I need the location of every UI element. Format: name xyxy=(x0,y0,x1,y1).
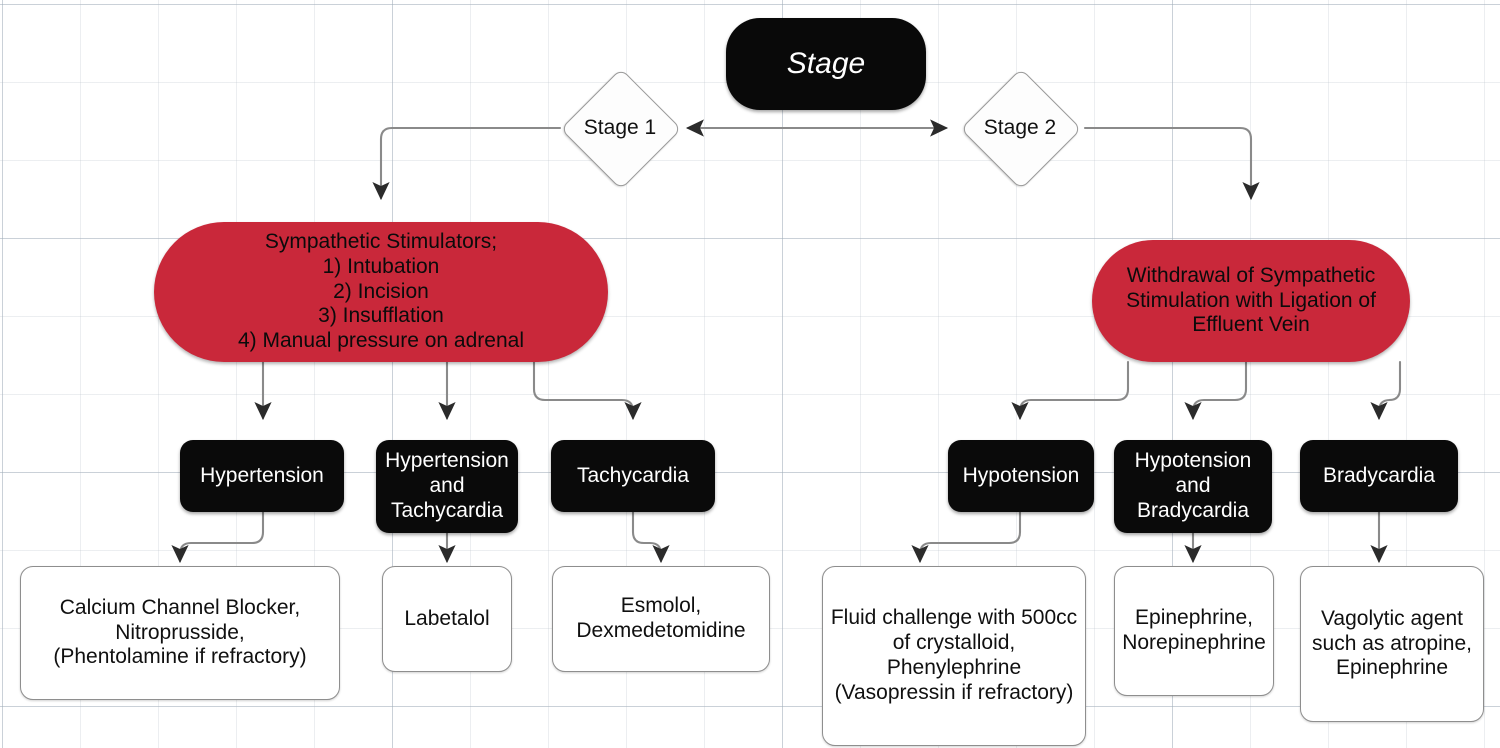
edge-process2-to-hypotension xyxy=(1011,360,1130,421)
node-treatment-labetalol[interactable]: Labetalol xyxy=(382,566,512,672)
node-treatment-hypertension-label: Calcium Channel Blocker, Nitroprusside, … xyxy=(53,595,307,669)
node-bradycardia[interactable]: Bradycardia xyxy=(1300,440,1458,512)
node-stage-2-label: Stage 2 xyxy=(983,115,1057,139)
node-hypotension[interactable]: Hypotension xyxy=(948,440,1094,512)
node-treatment-hypotension-bradycardia[interactable]: Epinephrine, Norepinephrine xyxy=(1114,566,1274,696)
node-treatment-hypotension-bradycardia-label: Epinephrine, Norepinephrine xyxy=(1122,606,1266,654)
node-treatment-labetalol-label: Labetalol xyxy=(404,606,490,630)
edge-stage2-to-process xyxy=(1083,126,1260,201)
node-treatment-bradycardia[interactable]: Vagolytic agent such as atropine, Epinep… xyxy=(1300,566,1484,722)
node-stage-root-label: Stage xyxy=(786,47,866,81)
node-withdrawal-sympathetic-stimulation[interactable]: Withdrawal of Sympathetic Stimulation wi… xyxy=(1092,240,1410,362)
node-treatment-tachycardia-label: Esmolol, Dexmedetomidine xyxy=(576,594,746,642)
node-stage-1-label: Stage 1 xyxy=(583,115,657,139)
node-bradycardia-label: Bradycardia xyxy=(1322,463,1436,487)
edge-hypertension-to-tx xyxy=(171,510,265,564)
node-hypotension-and-bradycardia-label: Hypotension and Bradycardia xyxy=(1134,449,1252,522)
node-stage-root[interactable]: Stage xyxy=(726,18,926,110)
edge-process2-to-hypotension-brady xyxy=(1184,360,1248,421)
node-hypertension-and-tachycardia-label: Hypertension and Tachycardia xyxy=(385,449,509,522)
node-tachycardia[interactable]: Tachycardia xyxy=(551,440,715,512)
node-sympathetic-stimulators-label: Sympathetic Stimulators; 1) Intubation 2… xyxy=(237,230,524,353)
node-hypertension-label: Hypertension xyxy=(200,463,324,487)
node-stage-2[interactable]: Stage 2 xyxy=(952,66,1088,190)
node-hypertension[interactable]: Hypertension xyxy=(180,440,344,512)
edge-process2-to-bradycardia xyxy=(1370,360,1402,421)
node-tachycardia-label: Tachycardia xyxy=(576,463,690,487)
node-treatment-tachycardia[interactable]: Esmolol, Dexmedetomidine xyxy=(552,566,770,672)
edge-hypotension-to-tx xyxy=(911,510,1022,564)
node-sympathetic-stimulators[interactable]: Sympathetic Stimulators; 1) Intubation 2… xyxy=(154,222,608,362)
node-treatment-hypertension[interactable]: Calcium Channel Blocker, Nitroprusside, … xyxy=(20,566,340,700)
node-hypotension-and-bradycardia[interactable]: Hypotension and Bradycardia xyxy=(1114,440,1272,533)
node-hypotension-label: Hypotension xyxy=(962,463,1080,487)
edge-stage1-to-process xyxy=(372,126,562,201)
node-stage-1[interactable]: Stage 1 xyxy=(552,66,688,190)
edge-process1-to-tachycardia xyxy=(532,360,642,421)
node-withdrawal-sympathetic-stimulation-label: Withdrawal of Sympathetic Stimulation wi… xyxy=(1126,263,1376,337)
node-treatment-hypotension[interactable]: Fluid challenge with 500cc of crystalloi… xyxy=(822,566,1086,746)
edge-tachycardia-to-tx xyxy=(631,510,670,564)
node-hypertension-and-tachycardia[interactable]: Hypertension and Tachycardia xyxy=(376,440,518,533)
node-treatment-bradycardia-label: Vagolytic agent such as atropine, Epinep… xyxy=(1312,606,1472,680)
node-treatment-hypotension-label: Fluid challenge with 500cc of crystalloi… xyxy=(830,606,1078,704)
